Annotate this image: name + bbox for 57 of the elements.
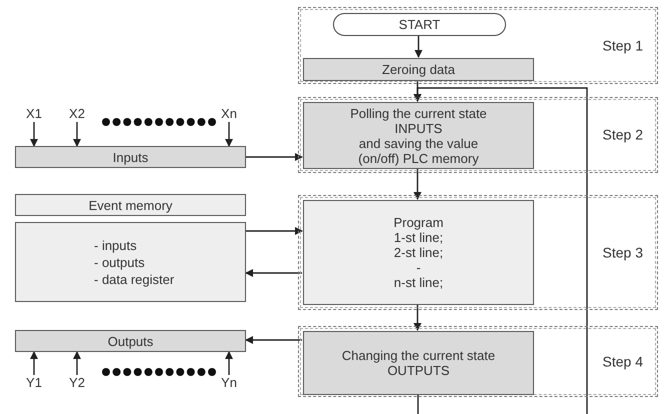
arrow [414, 168, 422, 200]
box-label: n-st line; [394, 275, 444, 290]
arrow [246, 153, 303, 161]
signal-label: Xn [216, 106, 242, 122]
process-box [303, 200, 534, 305]
signal-label: X2 [64, 106, 90, 122]
arrow [414, 35, 422, 58]
memory-box [15, 222, 246, 302]
signal-label: Yn [216, 375, 242, 391]
signal-label: Y1 [22, 375, 46, 391]
arrow [73, 122, 81, 147]
step-band [298, 195, 658, 310]
box-label: - data register [94, 270, 174, 288]
box-label: - inputs [94, 236, 137, 254]
process-box [15, 146, 246, 168]
box-label: Outputs [108, 334, 154, 348]
box-label: Program [394, 215, 444, 230]
step-label: Step 3 [602, 243, 643, 262]
process-box [303, 331, 534, 395]
process-box [303, 102, 534, 169]
signal-label: Y2 [64, 375, 90, 391]
signal-label: X1 [22, 106, 46, 122]
arrow [225, 351, 233, 375]
box-label: INPUTS [394, 120, 442, 136]
step-band [298, 326, 658, 397]
arrow [414, 304, 422, 331]
arrow [246, 227, 303, 235]
box-label: OUTPUTS [387, 363, 450, 378]
step-label: Step 2 [602, 126, 643, 144]
box-label: Event memory [88, 198, 172, 212]
process-box [15, 194, 246, 216]
connector-line [417, 394, 419, 414]
process-box [15, 330, 246, 352]
arrow [73, 351, 81, 375]
box-label: (on/off) PLC memory [358, 150, 479, 166]
box-label: START [398, 16, 440, 34]
terminator-pill [333, 13, 506, 36]
step-band [298, 7, 658, 84]
arrow [245, 269, 302, 277]
box-label: Polling the current state [350, 106, 487, 120]
arrow [245, 336, 302, 344]
step-band [298, 97, 658, 173]
box-label: - outputs [94, 254, 145, 270]
step-label: Step 1 [602, 36, 643, 56]
box-label: Changing the current state [342, 348, 496, 363]
arrow [30, 351, 38, 375]
box-label: and saving the value [358, 136, 478, 150]
box-label: Zeroing data [382, 62, 455, 77]
box-label: 2-st line; [394, 245, 444, 260]
box-label: 1-st line; [394, 230, 444, 245]
step-label: Step 4 [602, 352, 643, 372]
arrow [225, 122, 233, 147]
box-label: Inputs [112, 150, 148, 164]
arrow [30, 122, 38, 147]
process-box [303, 58, 534, 81]
arrow [414, 87, 588, 414]
box-label: - [416, 260, 421, 275]
